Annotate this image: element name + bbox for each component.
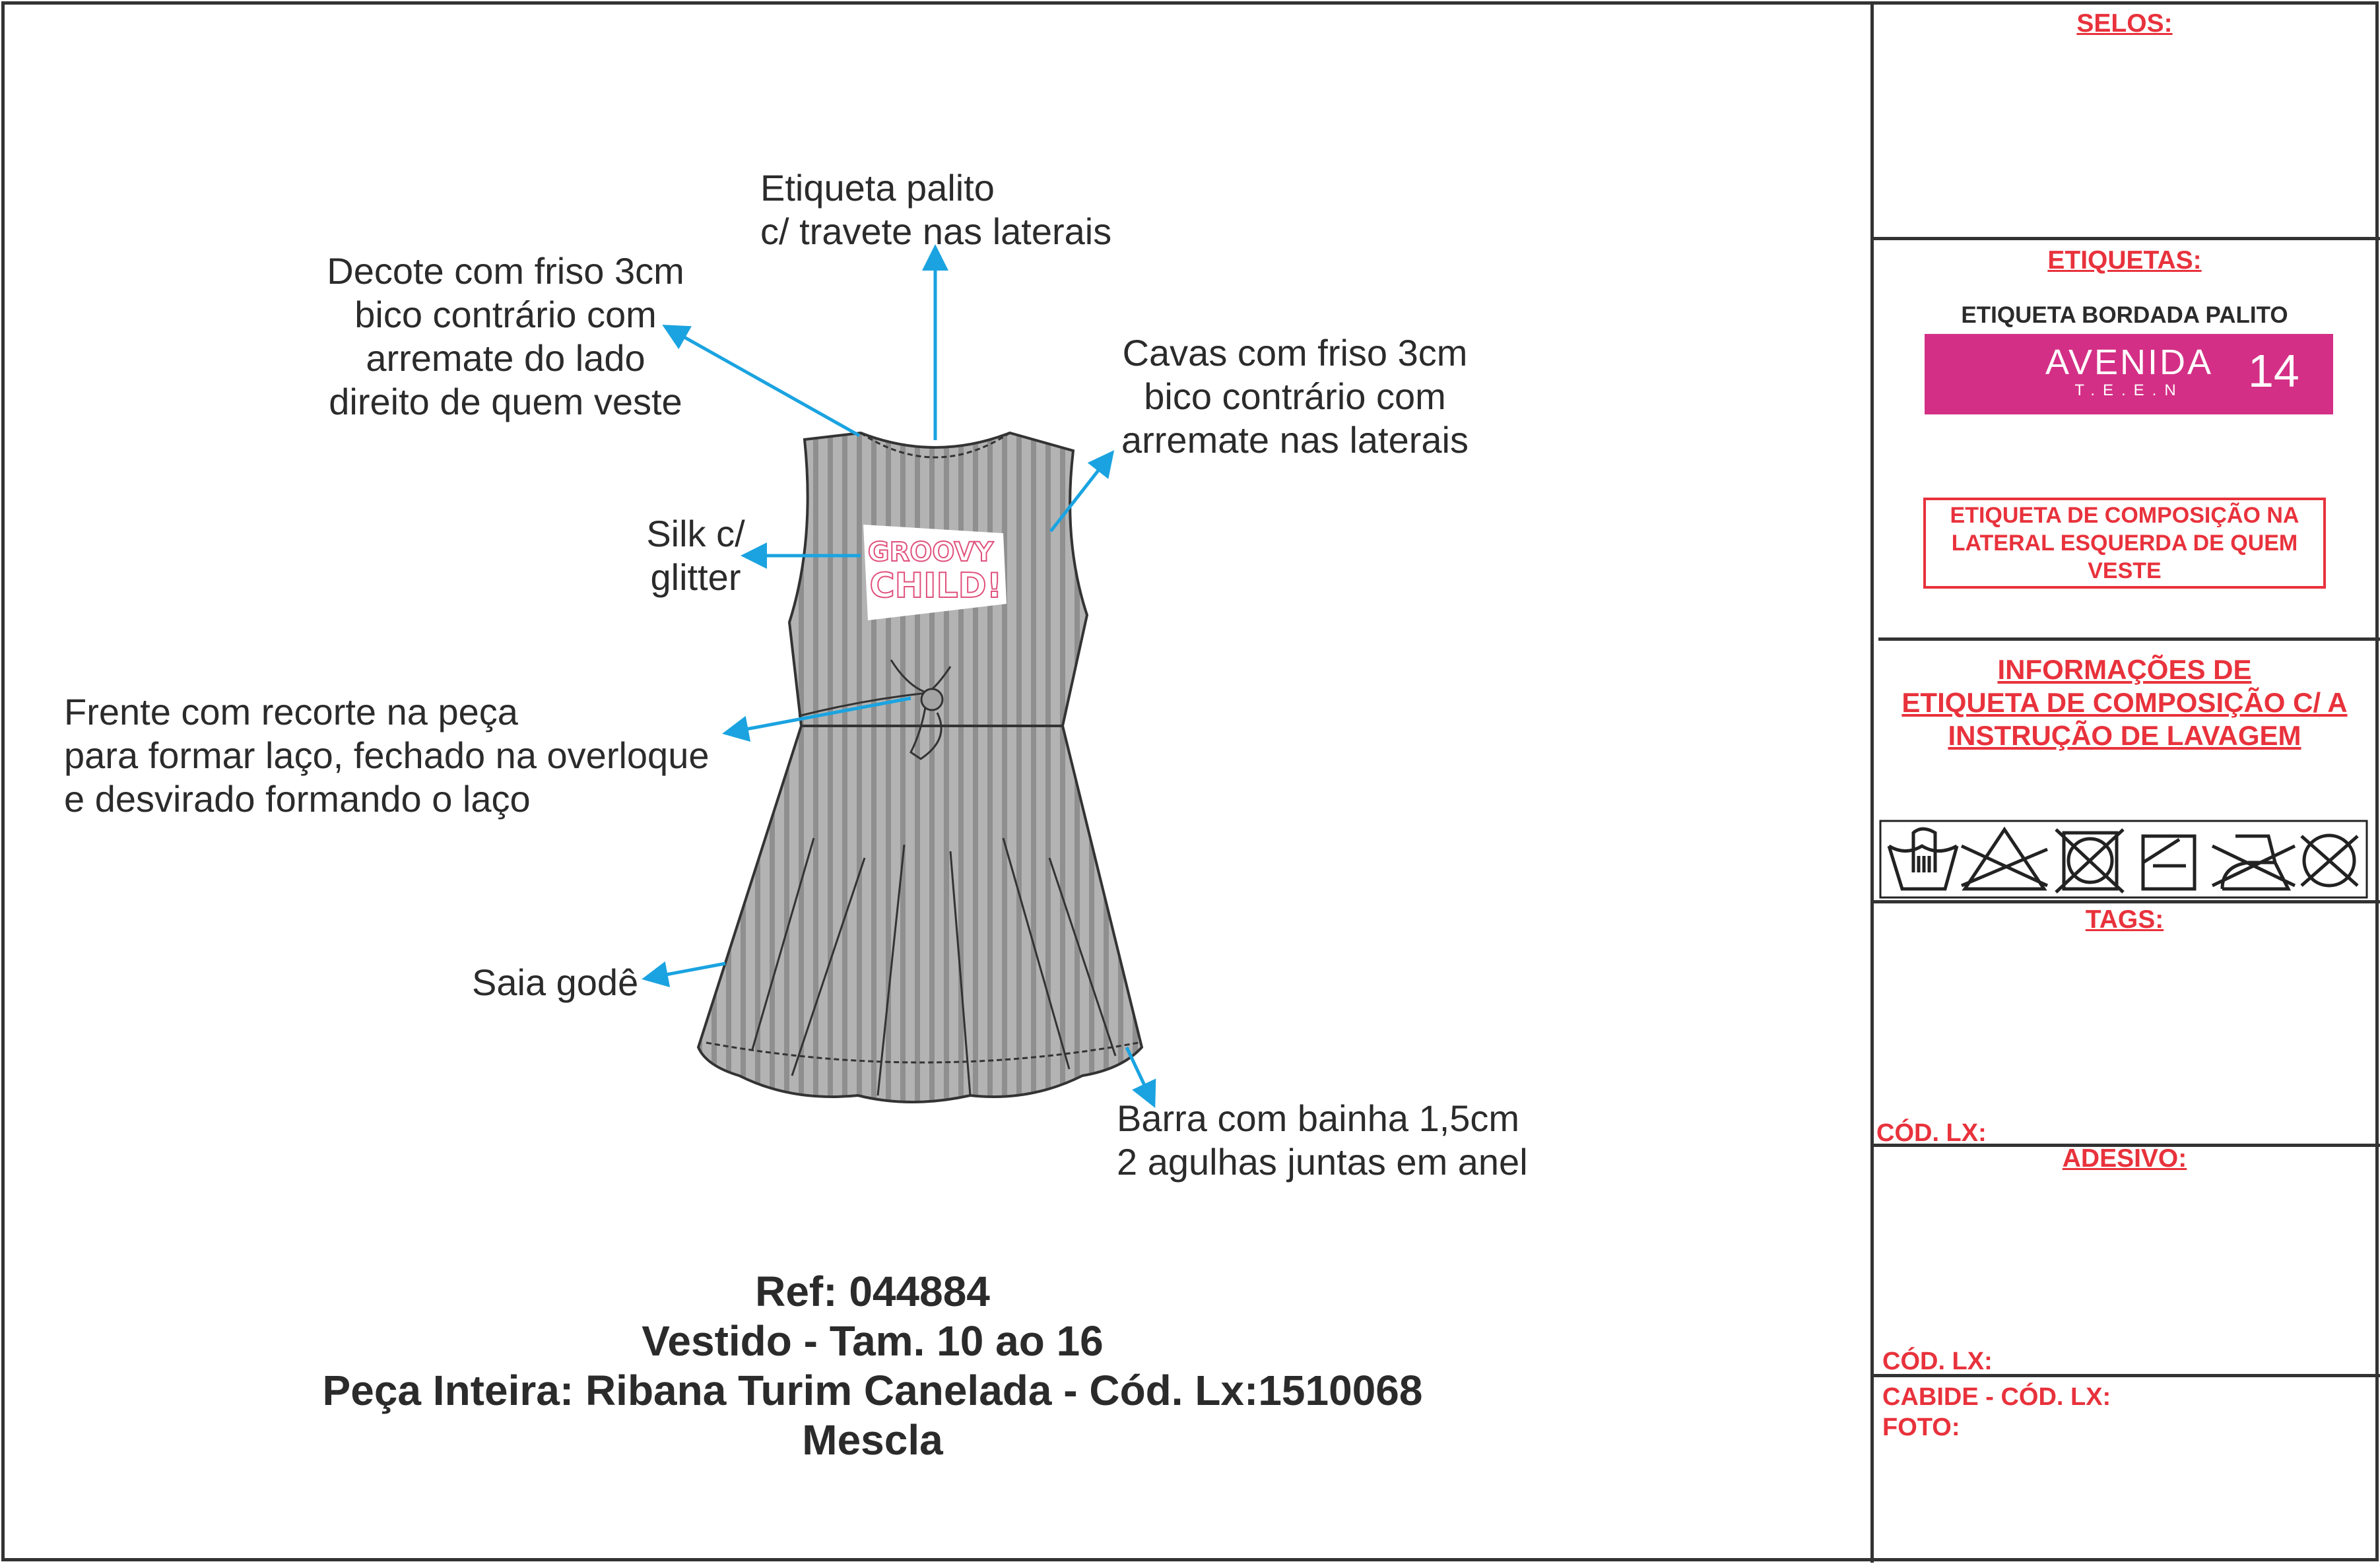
note-line: e desvirado formando o laço [64,778,531,820]
arrow-frente [722,696,911,742]
foto-label: FOTO: [1882,1414,1960,1441]
hand-wash-icon [1887,827,1959,891]
arrow-cavas [1049,450,1115,533]
cod-lx-adesivo: CÓD. LX: [1882,1348,1993,1375]
divider-line [1878,637,2380,641]
arrow-barra [1125,1046,1156,1109]
note-barra: Barra com bainha 1,5cm 2 agulhas juntas … [1117,1097,1528,1184]
note-silk: Silk c/ glitter [597,512,795,599]
product-color: Mescla [802,1416,943,1464]
product-fabric: Peça Inteira: Ribana Turim Canelada - Có… [322,1367,1423,1414]
note-line: para formar laço, fechado na overloque [64,734,710,776]
selos-heading: SELOS: [2076,9,2173,38]
cod-lx-tags: CÓD. LX: [1876,1119,1987,1147]
print-line-2: CHILD! [869,566,1002,606]
product-info: Ref: 044884 Vestido - Tam. 10 ao 16 Peça… [213,1267,1533,1465]
arrow-decote [662,325,861,438]
note-line: Silk c/ [646,513,745,554]
divider-line [1872,900,2380,903]
no-iron-icon [2211,834,2296,891]
box-line: VESTE [2088,558,2162,583]
product-name: Vestido - Tam. 10 ao 16 [642,1317,1104,1365]
note-line: 2 agulhas juntas em anel [1117,1141,1528,1183]
etiquetas-heading: ETIQUETAS: [2047,246,2202,275]
note-line: c/ travete nas laterais [760,211,1112,252]
no-bleach-icon [1960,826,2049,891]
note-line: Barra com bainha 1,5cm [1117,1097,1520,1139]
note-line: Etiqueta palito [760,167,995,209]
note-line: arremate do lado [366,337,645,379]
note-line: Cavas com friso 3cm [1122,332,1468,374]
brand-label: AVENIDA T.E.E.N 14 [1925,334,2333,414]
heading-line: INFORMAÇÕES DE [1997,654,2252,685]
print-line-1: GROOVY [868,537,995,568]
note-line: direito de quem veste [329,381,682,422]
brand-size: 14 [2248,345,2299,397]
note-line: arremate nas laterais [1121,419,1469,461]
note-decote: Decote com friso 3cm bico contrário com … [308,249,704,424]
heading-line: INSTRUÇÃO DE LAVAGEM [1948,720,2301,751]
groovy-child-print: GROOVY CHILD! [863,525,1007,620]
note-saia: Saia godê [472,961,639,1003]
bordada-label: ETIQUETA BORDADA PALITO [1961,302,2288,328]
arrow-saia [642,961,726,988]
note-frente: Frente com recorte na peça para formar l… [64,690,709,821]
box-line: LATERAL ESQUERDA DE QUEM [1951,531,2298,556]
no-tumble-dry-icon [2055,828,2125,894]
note-line: Frente com recorte na peça [64,691,518,733]
composicao-box: ETIQUETA DE COMPOSIÇÃO NA LATERAL ESQUER… [1923,498,2326,589]
dress-sketch: GROOVY CHILD! [696,431,1144,1103]
divider-line [1872,1144,2380,1147]
brand-sub: T.E.E.N [2074,381,2184,399]
informacoes-heading: INFORMAÇÕES DE ETIQUETA DE COMPOSIÇÃO C/… [1872,653,2377,752]
box-line: ETIQUETA DE COMPOSIÇÃO NA [1950,503,2299,528]
tags-heading: TAGS: [2085,905,2164,934]
note-cavas: Cavas com friso 3cm bico contrário com a… [1097,331,1493,462]
note-line: Decote com friso 3cm [327,250,684,292]
product-ref: Ref: 044884 [755,1268,990,1315]
adesivo-heading: ADESIVO: [2062,1144,2187,1173]
cabide-cod-lx: CABIDE - CÓD. LX: [1882,1383,2111,1411]
heading-line: ETIQUETA DE COMPOSIÇÃO C/ A [1901,687,2348,718]
note-etiqueta: Etiqueta palito c/ travete nas laterais [760,166,1111,253]
brand-name: AVENIDA [2045,342,2214,382]
dry-flat-icon [2141,834,2197,891]
no-dry-clean-icon [2300,833,2359,888]
note-line: bico contrário com [354,294,657,335]
note-line: glitter [650,556,741,598]
divider-line [1872,1374,2380,1377]
note-line: bico contrário com [1144,375,1446,417]
panel-divider [1870,1,1874,1563]
divider-line [1872,237,2380,240]
care-symbols [1879,820,2368,899]
